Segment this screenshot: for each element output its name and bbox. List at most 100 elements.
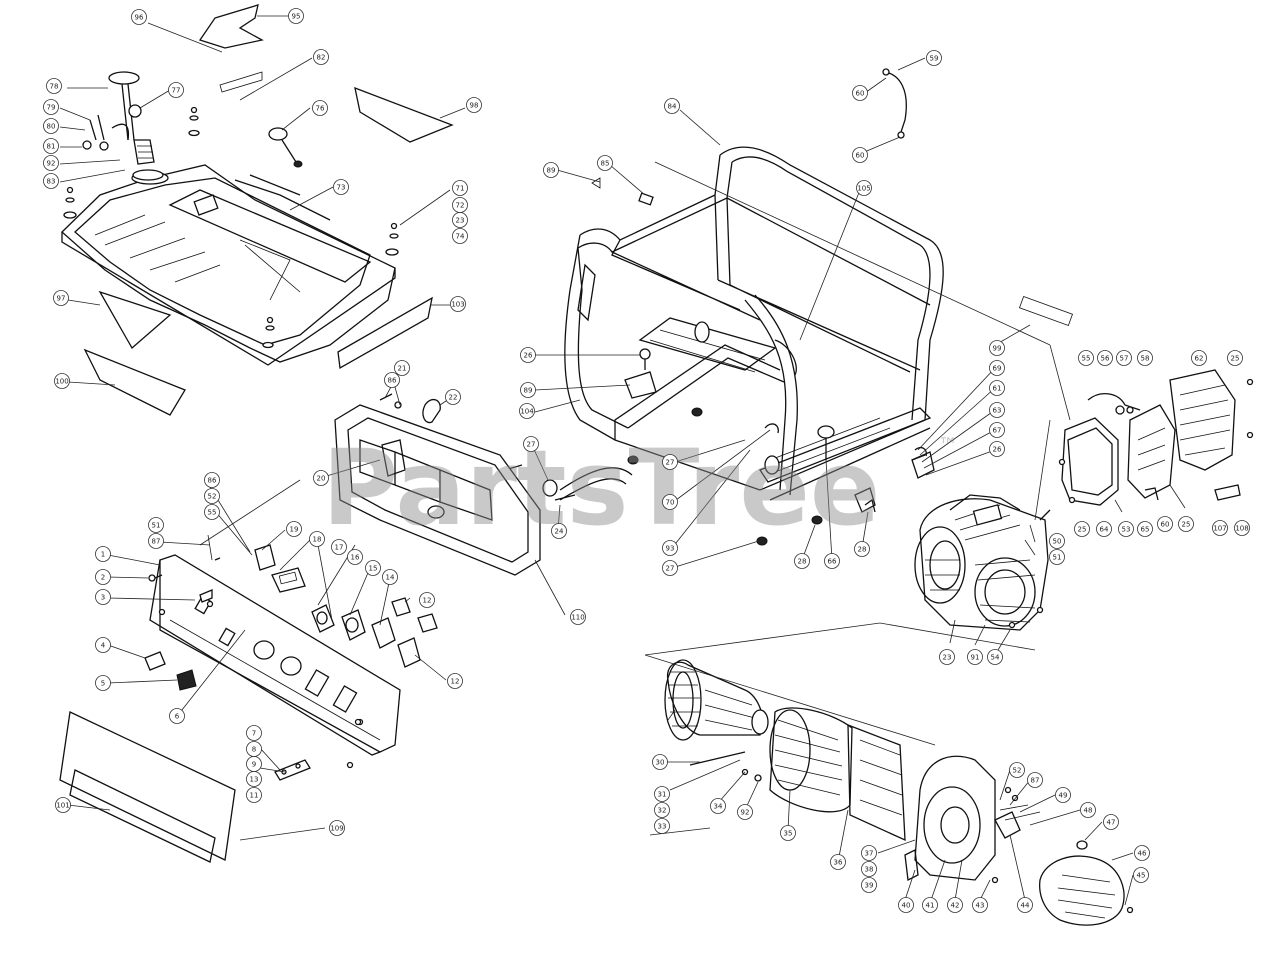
callout-circle — [989, 340, 1005, 356]
callout-number: 70 — [666, 499, 675, 507]
callout-82: 82 — [313, 49, 329, 65]
callout-number: 60 — [1161, 521, 1170, 529]
callout-5: 5 — [95, 675, 111, 691]
callout-number: 12 — [423, 597, 432, 605]
callout-44: 44 — [1017, 897, 1033, 913]
callout-circle — [1178, 516, 1194, 532]
callout-21: 21 — [394, 360, 410, 376]
callout-number: 40 — [902, 902, 911, 910]
callout-72: 72 — [452, 197, 468, 213]
callout-circle — [852, 85, 868, 101]
callout-number: 53 — [1122, 526, 1131, 534]
callout-number: 23 — [456, 217, 465, 225]
callout-99: 99 — [989, 340, 1005, 356]
callout-55b: 55 — [204, 504, 220, 520]
callout-number: 87 — [1031, 777, 1040, 785]
callout-89b: 89 — [520, 382, 536, 398]
callout-circle — [419, 592, 435, 608]
callout-96a: 96 — [131, 9, 147, 25]
callout-circle — [654, 786, 670, 802]
callout-87: 87 — [148, 533, 164, 549]
callout-18: 18 — [309, 531, 325, 547]
callout-number: 62 — [1195, 355, 1204, 363]
callout-number: 97 — [57, 295, 66, 303]
callout-number: 27 — [666, 459, 675, 467]
callout-number: 98 — [470, 102, 479, 110]
callout-101: 101 — [55, 797, 71, 813]
callout-circle — [519, 403, 535, 419]
callout-circle — [597, 155, 613, 171]
assembly-lines — [199, 161, 1071, 836]
callout-number: 4 — [101, 642, 106, 650]
callout-circle — [46, 78, 62, 94]
callout-circle — [737, 804, 753, 820]
callout-number: 14 — [386, 574, 395, 582]
callout-31: 31 — [654, 786, 670, 802]
callout-circle — [309, 531, 325, 547]
callout-circle — [1074, 521, 1090, 537]
callout-60b: 60 — [852, 147, 868, 163]
callout-43: 43 — [972, 897, 988, 913]
callout-number: 67 — [993, 427, 1002, 435]
callout-109: 109 — [329, 820, 345, 836]
callout-62: 62 — [1191, 350, 1207, 366]
callout-number: 76 — [316, 105, 325, 113]
callout-28b: 28 — [854, 541, 870, 557]
callout-number: 86 — [208, 477, 217, 485]
callout-number: 79 — [47, 104, 56, 112]
callout-39: 39 — [861, 877, 877, 893]
callout-circle — [95, 637, 111, 653]
callout-number: 86 — [388, 377, 397, 385]
callout-number: 3 — [101, 594, 105, 602]
callout-circle — [95, 569, 111, 585]
callout-circle — [1157, 516, 1173, 532]
callout-number: 12 — [451, 678, 460, 686]
callout-23a: 23 — [452, 212, 468, 228]
callout-number: 60 — [856, 152, 865, 160]
callout-circle — [95, 546, 111, 562]
callout-27b: 27 — [662, 454, 678, 470]
callout-6: 6 — [169, 708, 185, 724]
callout-59: 59 — [926, 50, 942, 66]
callout-97: 97 — [53, 290, 69, 306]
callout-circle — [1118, 521, 1134, 537]
callout-circle — [662, 454, 678, 470]
callout-22: 22 — [445, 389, 461, 405]
callout-number: 63 — [993, 407, 1002, 415]
callout-56: 56 — [1097, 350, 1113, 366]
callout-circle — [861, 861, 877, 877]
callout-circle — [967, 649, 983, 665]
callout-circle — [288, 8, 304, 24]
callout-number: 101 — [56, 802, 69, 810]
callout-number: 2 — [101, 574, 105, 582]
callout-105: 105 — [856, 180, 872, 196]
callout-45: 45 — [1133, 867, 1149, 883]
callout-number: 47 — [1107, 819, 1116, 827]
callout-100: 100 — [54, 373, 70, 389]
callout-number: 91 — [971, 654, 980, 662]
callout-circle — [445, 389, 461, 405]
callout-number: 35 — [784, 830, 793, 838]
panel-components — [144, 544, 438, 781]
callout-circle — [861, 845, 877, 861]
callout-circle — [148, 533, 164, 549]
muffler-assembly — [1019, 295, 1254, 506]
callout-number: 87 — [152, 538, 161, 546]
callout-circle — [1212, 520, 1228, 536]
frame — [564, 146, 944, 513]
callout-number: 108 — [1235, 525, 1248, 533]
callout-circle — [43, 155, 59, 171]
callout-number: 85 — [601, 160, 610, 168]
callout-number: 93 — [666, 545, 675, 553]
callout-circle — [570, 609, 586, 625]
callout-circle — [204, 472, 220, 488]
callout-number: 44 — [1021, 902, 1030, 910]
callout-circle — [168, 82, 184, 98]
callout-circle — [1009, 762, 1025, 778]
callout-circle — [450, 296, 466, 312]
callout-58: 58 — [1137, 350, 1153, 366]
callout-circle — [1049, 533, 1065, 549]
callout-number: 83 — [47, 178, 56, 186]
callout-number: 52 — [208, 493, 217, 501]
callout-number: 99 — [993, 345, 1002, 353]
